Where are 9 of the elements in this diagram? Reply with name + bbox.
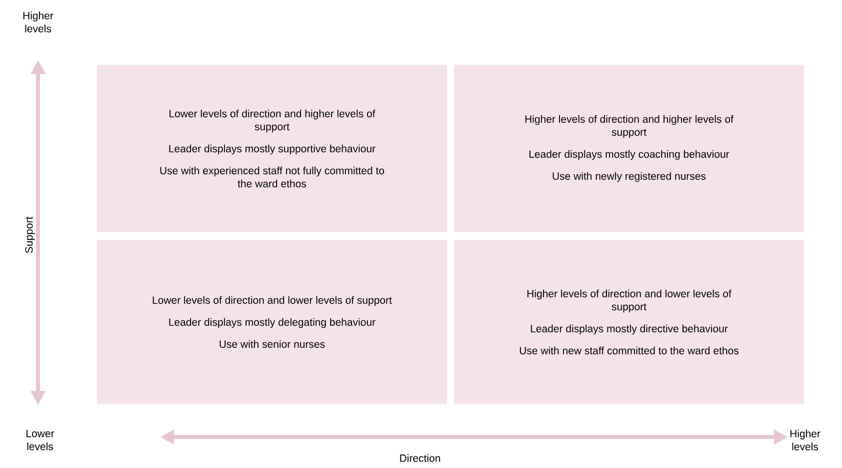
quadrant-box: Higher levels of direction and lower levels of support Leader displays mostly directive behaviour Use with new staff committed to the ward ethos [454, 240, 804, 404]
axis-title: Direction [400, 454, 440, 462]
axis-label: Lower levels [26, 430, 54, 450]
axis-title: Support [25, 216, 35, 253]
quadrant-box: Higher levels of direction and higher levels of support Leader displays mostly coaching behaviour Use with newly registered nurses [454, 65, 804, 232]
quadrant-box: Lower levels of direction and lower levels of support Leader displays mostly delegating behaviour Use with senior nurses [97, 240, 447, 404]
quadrant-box: Lower levels of direction and higher levels of support Leader displays mostly supportive behaviour Use with experienced staff not fully committed to the ward ethos [97, 65, 447, 232]
axis-label: Higher levels [790, 430, 820, 450]
axis-label: Higher levels [23, 12, 54, 32]
